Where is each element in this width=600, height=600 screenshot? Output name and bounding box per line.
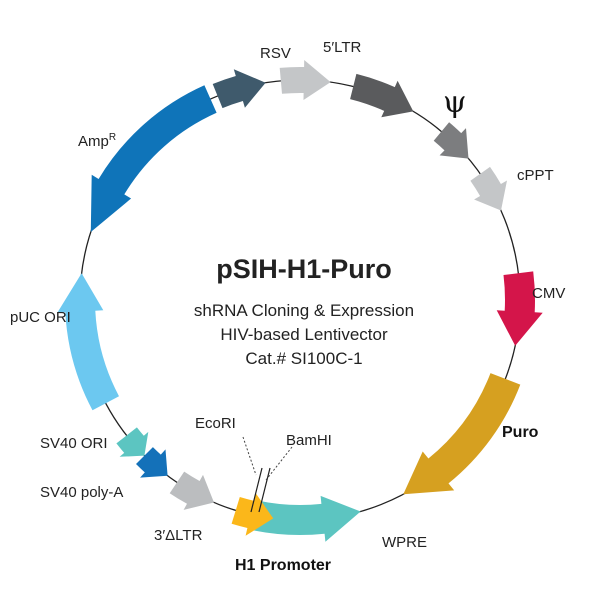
h1-promoter-label: H1 Promoter [235,557,331,574]
puro-label: Puro [502,424,539,441]
cmv-label: CMV [532,285,565,302]
bamhi-label: BamHI [286,432,332,449]
cloning-site-marks [242,436,293,513]
sv40-polya-feature-arrow [136,447,168,478]
cmv-feature-arrow [496,271,543,346]
ltr5-label: 5′LTR [323,39,362,56]
cppt-dark-feature-arrow [433,122,469,159]
psi-label: ψ [443,85,467,120]
wpre-feature-arrow [251,495,361,542]
puc-ori-feature-arrow [57,273,119,411]
cppt-light-feature-arrow [470,166,507,211]
ltr3-feature-arrow [169,471,214,510]
amp-label: AmpR [78,132,116,150]
sv40-ori-label: SV40 ORI [40,435,108,452]
ltr3-label: 3′ΔLTR [154,527,203,544]
plasmid-subtitle-line2: HIV-based Lentivector [220,325,388,344]
h1-promoter-feature-arrow [231,492,274,536]
puro-feature-arrow [403,373,521,495]
psi-feature-arrow [350,73,414,118]
amp-label-text: Amp [78,133,109,150]
amp-feature-arrow [90,85,217,232]
sv40-polya-label: SV40 poly-A [40,484,123,501]
rsv-label: RSV [260,45,291,62]
ltr5-feature-arrow [279,60,331,100]
rsv-feature-arrow [212,69,266,109]
ecori-label: EcoRI [195,415,236,432]
cppt-label: cPPT [517,167,554,184]
plasmid-catalog-number: Cat.# SI100C-1 [245,349,362,368]
plasmid-name: pSIH-H1-Puro [216,254,392,284]
puc-ori-label: pUC ORI [10,309,71,326]
wpre-label: WPRE [382,534,427,551]
amp-label-superscript: R [109,132,116,143]
plasmid-subtitle-line1: shRNA Cloning & Expression [194,301,414,320]
sv40-ori-feature-arrow [116,427,149,457]
